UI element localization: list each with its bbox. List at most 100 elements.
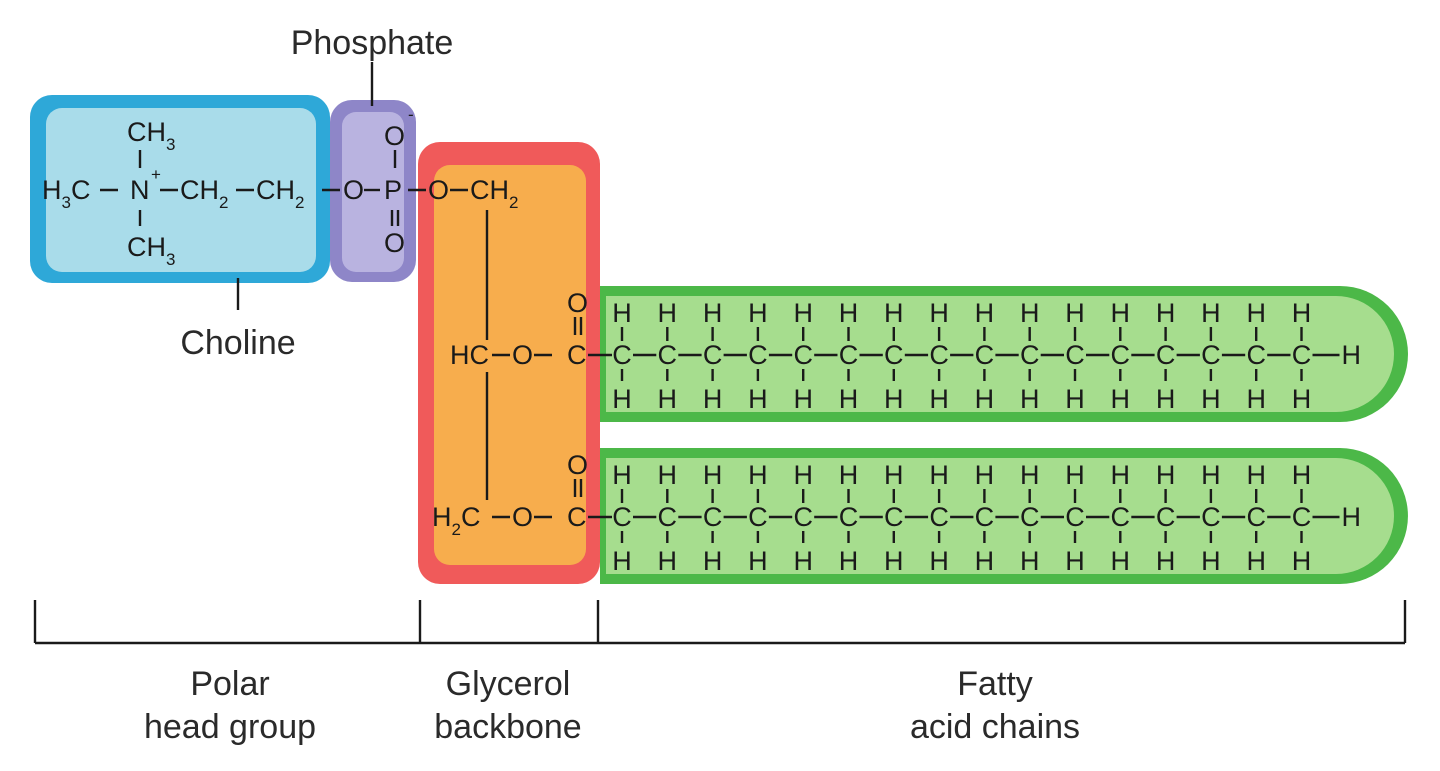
carbon-top-14: C bbox=[1201, 340, 1221, 370]
phosphate-charge: - bbox=[408, 105, 414, 124]
glycerol-h2c-h: H bbox=[432, 502, 452, 532]
hydrogen-down-top-5: H bbox=[793, 384, 813, 414]
hydrogen-down-top-3: H bbox=[703, 384, 723, 414]
hydrogen-down-bottom-9: H bbox=[975, 546, 995, 576]
polar-head-label-line1: Polar bbox=[190, 665, 269, 703]
hydrogen-up-top-4: H bbox=[748, 298, 768, 328]
fatty-acid-label-line2: acid chains bbox=[910, 708, 1080, 746]
hydrogen-up-top-16: H bbox=[1292, 298, 1312, 328]
hydrogen-down-bottom-8: H bbox=[929, 546, 949, 576]
carbonyl-carbon-top: C bbox=[567, 340, 587, 370]
carbon-bottom-10: C bbox=[1020, 502, 1040, 532]
hydrogen-down-bottom-14: H bbox=[1201, 546, 1221, 576]
carbon-bottom-11: C bbox=[1065, 502, 1085, 532]
carbonyl-oxygen-top: O bbox=[567, 288, 588, 318]
phosphorus: P bbox=[384, 175, 402, 205]
hydrogen-down-bottom-12: H bbox=[1111, 546, 1131, 576]
glycerol-hc: HC bbox=[450, 340, 489, 370]
phosphate-structure: O O - P O O bbox=[343, 105, 468, 258]
hydrogen-up-bottom-13: H bbox=[1156, 460, 1176, 490]
hydrogen-up-bottom-9: H bbox=[975, 460, 995, 490]
hydrogen-down-top-6: H bbox=[839, 384, 859, 414]
hydrogen-up-bottom-11: H bbox=[1065, 460, 1085, 490]
carbon-bottom-1: C bbox=[612, 502, 632, 532]
hydrogen-up-top-5: H bbox=[793, 298, 813, 328]
svg-text:CH2: CH2 bbox=[256, 175, 304, 212]
hydrogen-up-top-1: H bbox=[612, 298, 632, 328]
hydrogen-up-top-11: H bbox=[1065, 298, 1085, 328]
carbon-bottom-5: C bbox=[793, 502, 813, 532]
hydrogen-down-top-9: H bbox=[975, 384, 995, 414]
carbon-bottom-12: C bbox=[1111, 502, 1131, 532]
hydrogen-down-bottom-11: H bbox=[1065, 546, 1085, 576]
hydrogen-down-top-2: H bbox=[658, 384, 678, 414]
hydrogen-up-top-7: H bbox=[884, 298, 904, 328]
carbon-bottom-4: C bbox=[748, 502, 768, 532]
carbon-top-3: C bbox=[703, 340, 723, 370]
ch2-b-sub: 2 bbox=[295, 193, 304, 212]
carbon-top-7: C bbox=[884, 340, 904, 370]
methyl-bottom: CH bbox=[127, 232, 166, 262]
svg-text:H2C: H2C bbox=[432, 502, 480, 539]
carbon-bottom-6: C bbox=[839, 502, 859, 532]
hydrogen-down-bottom-4: H bbox=[748, 546, 768, 576]
hydrogen-up-bottom-5: H bbox=[793, 460, 813, 490]
glycerol-label-line2: backbone bbox=[434, 708, 581, 746]
hydrogen-down-bottom-15: H bbox=[1246, 546, 1266, 576]
carbon-bottom-13: C bbox=[1156, 502, 1176, 532]
polar-head-label-line2: head group bbox=[144, 708, 316, 746]
hydrogen-down-bottom-7: H bbox=[884, 546, 904, 576]
hydrogen-up-bottom-10: H bbox=[1020, 460, 1040, 490]
phosphate-o-top: O bbox=[384, 121, 405, 151]
hydrogen-up-bottom-8: H bbox=[929, 460, 949, 490]
carbon-bottom-8: C bbox=[929, 502, 949, 532]
glycerol-o-bottom: O bbox=[512, 502, 533, 532]
carbon-bottom-2: C bbox=[658, 502, 678, 532]
phosphate-o-bottom: O bbox=[384, 228, 405, 258]
hydrogen-down-top-10: H bbox=[1020, 384, 1040, 414]
phosphate-o-right: O bbox=[428, 175, 449, 205]
hydrogen-down-top-13: H bbox=[1156, 384, 1176, 414]
choline-block-inner bbox=[46, 108, 316, 272]
carbonyl-carbon-bottom: C bbox=[567, 502, 587, 532]
hydrogen-up-top-12: H bbox=[1111, 298, 1131, 328]
hydrogen-down-top-4: H bbox=[748, 384, 768, 414]
carbon-top-2: C bbox=[658, 340, 678, 370]
glycerol-ch2-top: CH bbox=[470, 175, 509, 205]
hydrogen-down-top-1: H bbox=[612, 384, 632, 414]
carbon-bottom-14: C bbox=[1201, 502, 1221, 532]
carbon-top-4: C bbox=[748, 340, 768, 370]
fatty-acid-chains: COCHHCHHCHHCHHCHHCHHCHHCHHCHHCHHCHHCHHCH… bbox=[567, 288, 1361, 576]
ch2-b: CH bbox=[256, 175, 295, 205]
carbon-bottom-3: C bbox=[703, 502, 723, 532]
hydrogen-down-bottom-10: H bbox=[1020, 546, 1040, 576]
glycerol-label-line1: Glycerol bbox=[446, 665, 571, 703]
hydrogen-up-top-9: H bbox=[975, 298, 995, 328]
phosphate-label: Phosphate bbox=[291, 24, 454, 62]
hydrogen-down-top-16: H bbox=[1292, 384, 1312, 414]
glycerol-structure: CH2 HC O H2C O bbox=[432, 175, 552, 539]
methyl-top: CH bbox=[127, 117, 166, 147]
choline-label: Choline bbox=[180, 324, 295, 362]
methyl-top-sub: 3 bbox=[166, 135, 175, 154]
hydrogen-up-bottom-4: H bbox=[748, 460, 768, 490]
hydrogen-down-bottom-3: H bbox=[703, 546, 723, 576]
glycerol-block-inner bbox=[434, 165, 586, 565]
hydrogen-up-bottom-1: H bbox=[612, 460, 632, 490]
hydrogen-up-bottom-3: H bbox=[703, 460, 723, 490]
fatty-acid-label-line1: Fatty bbox=[957, 665, 1033, 703]
hydrogen-down-bottom-5: H bbox=[793, 546, 813, 576]
carbon-top-1: C bbox=[612, 340, 632, 370]
hydrogen-up-top-14: H bbox=[1201, 298, 1221, 328]
hydrogen-down-bottom-6: H bbox=[839, 546, 859, 576]
hydrogen-up-top-6: H bbox=[839, 298, 859, 328]
ch2-a-sub: 2 bbox=[219, 193, 228, 212]
carbon-top-13: C bbox=[1156, 340, 1176, 370]
glycerol-ch2-top-sub: 2 bbox=[509, 193, 518, 212]
carbonyl-oxygen-bottom: O bbox=[567, 450, 588, 480]
hydrogen-down-bottom-2: H bbox=[658, 546, 678, 576]
nitrogen: N bbox=[130, 175, 150, 205]
svg-text:CH3: CH3 bbox=[127, 232, 175, 269]
